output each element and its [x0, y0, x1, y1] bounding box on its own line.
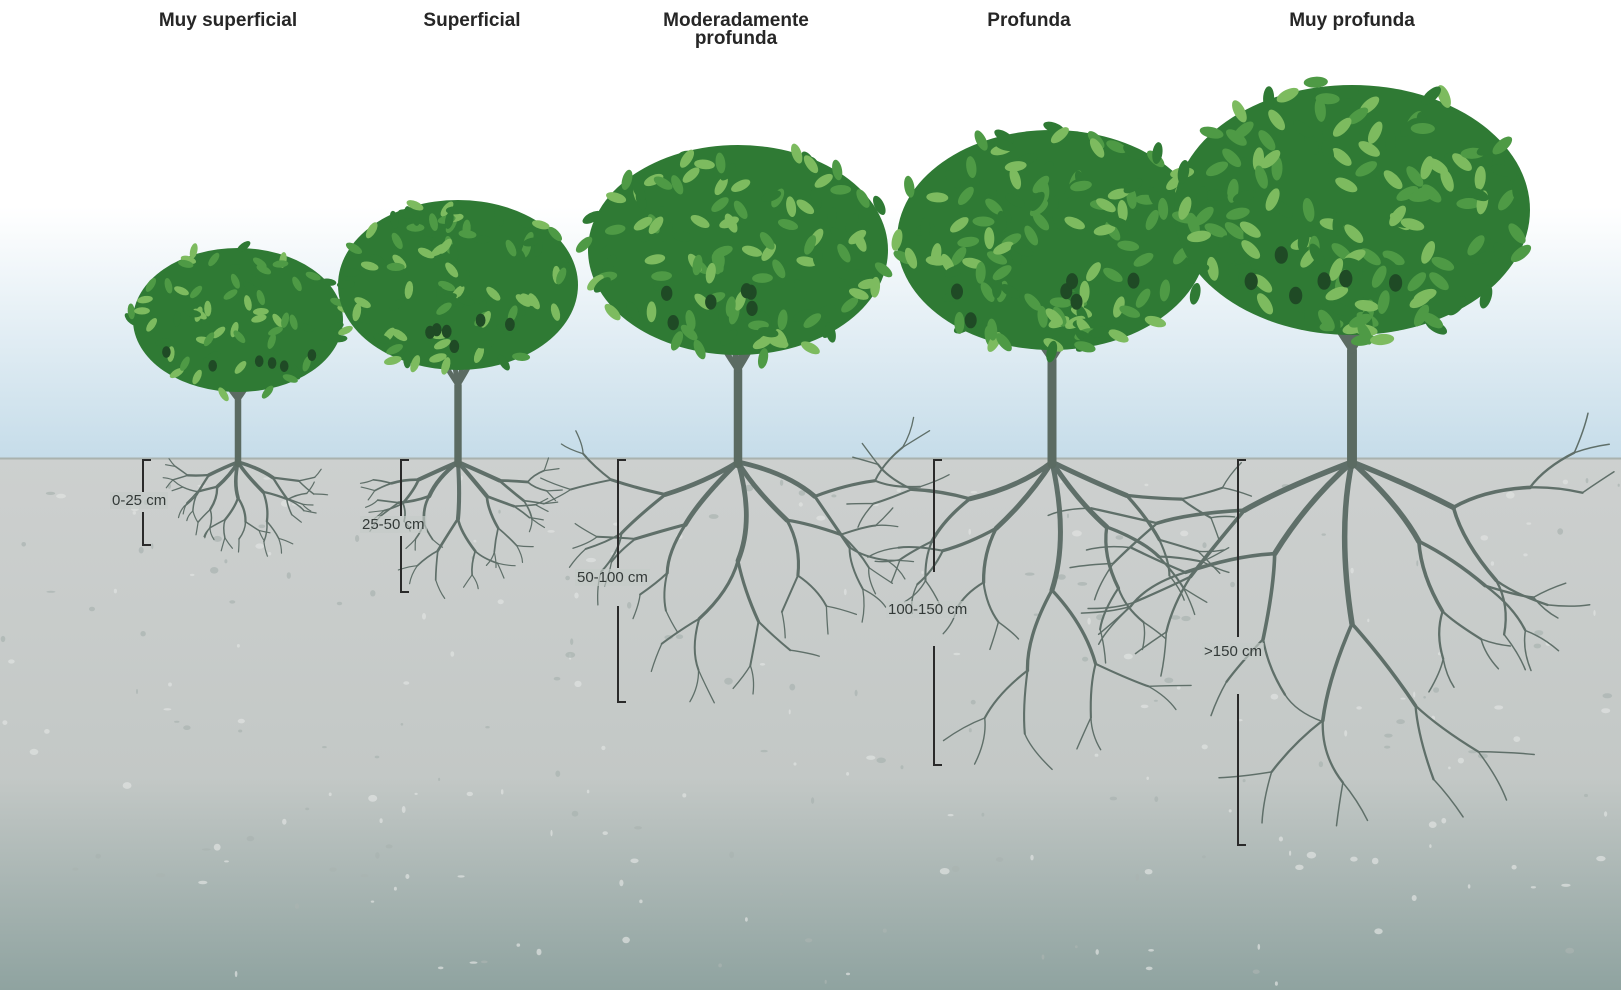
- heading-profunda: Profunda: [909, 12, 1149, 30]
- depth-label-100-150: 100-150 cm: [886, 601, 969, 618]
- heading-superficial: Superficial: [352, 12, 592, 30]
- heading-moderadamente-profunda: Moderadamenteprofunda: [616, 12, 856, 48]
- depth-label-0-25: 0-25 cm: [110, 492, 168, 509]
- depth-label-50-100: 50-100 cm: [575, 569, 650, 586]
- soil: [0, 458, 1621, 990]
- heading-muy-superficial: Muy superficial: [108, 12, 348, 30]
- depth-label-150-plus: >150 cm: [1202, 643, 1264, 660]
- heading-muy-profunda: Muy profunda: [1232, 12, 1472, 30]
- depth-label-25-50: 25-50 cm: [360, 516, 427, 533]
